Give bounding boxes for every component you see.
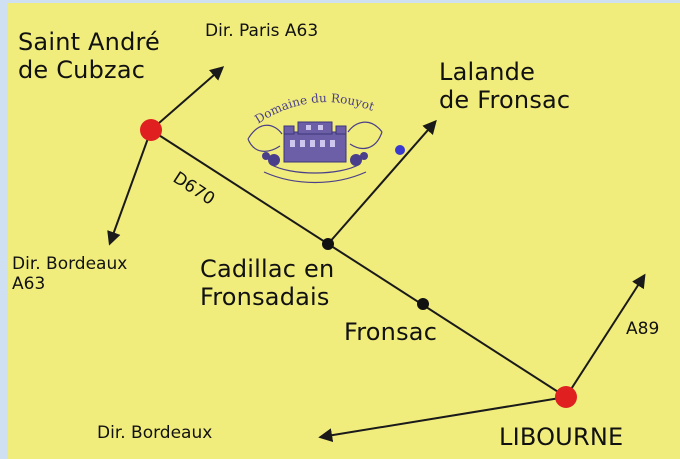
a89-label: A89 <box>626 319 660 339</box>
fronsac-label: Fronsac <box>344 318 438 346</box>
domaine-logo: Domaine du Rouyot <box>247 91 383 184</box>
road-d670-line <box>150 129 567 398</box>
saint-andre-label: Saint André de Cubzac <box>18 28 161 85</box>
saint-andre-marker <box>140 119 162 141</box>
arrow-to-a89 <box>565 273 646 398</box>
estate-marker <box>395 145 405 155</box>
bordeaux-a63-label: Dir. Bordeaux A63 <box>12 254 128 295</box>
cadillac-marker <box>322 238 334 250</box>
bordeaux-direction-label: Dir. Bordeaux <box>97 423 213 443</box>
svg-text:Domaine du Rouyot: Domaine du Rouyot <box>252 91 376 126</box>
lalande-label: Lalande de Fronsac <box>439 58 571 115</box>
libourne-marker <box>555 386 577 408</box>
fronsac-marker <box>417 298 429 310</box>
arrow-to-bordeaux-a63 <box>107 129 152 246</box>
libourne-label: LIBOURNE <box>499 423 624 451</box>
logo-text: Domaine du Rouyot <box>252 91 376 126</box>
arrow-to-bordeaux <box>318 396 567 443</box>
cadillac-label: Cadillac en Fronsadais <box>200 255 335 312</box>
arrow-to-paris <box>150 66 225 131</box>
arrow-to-lalande <box>327 119 437 245</box>
paris-direction-label: Dir. Paris A63 <box>205 21 319 41</box>
